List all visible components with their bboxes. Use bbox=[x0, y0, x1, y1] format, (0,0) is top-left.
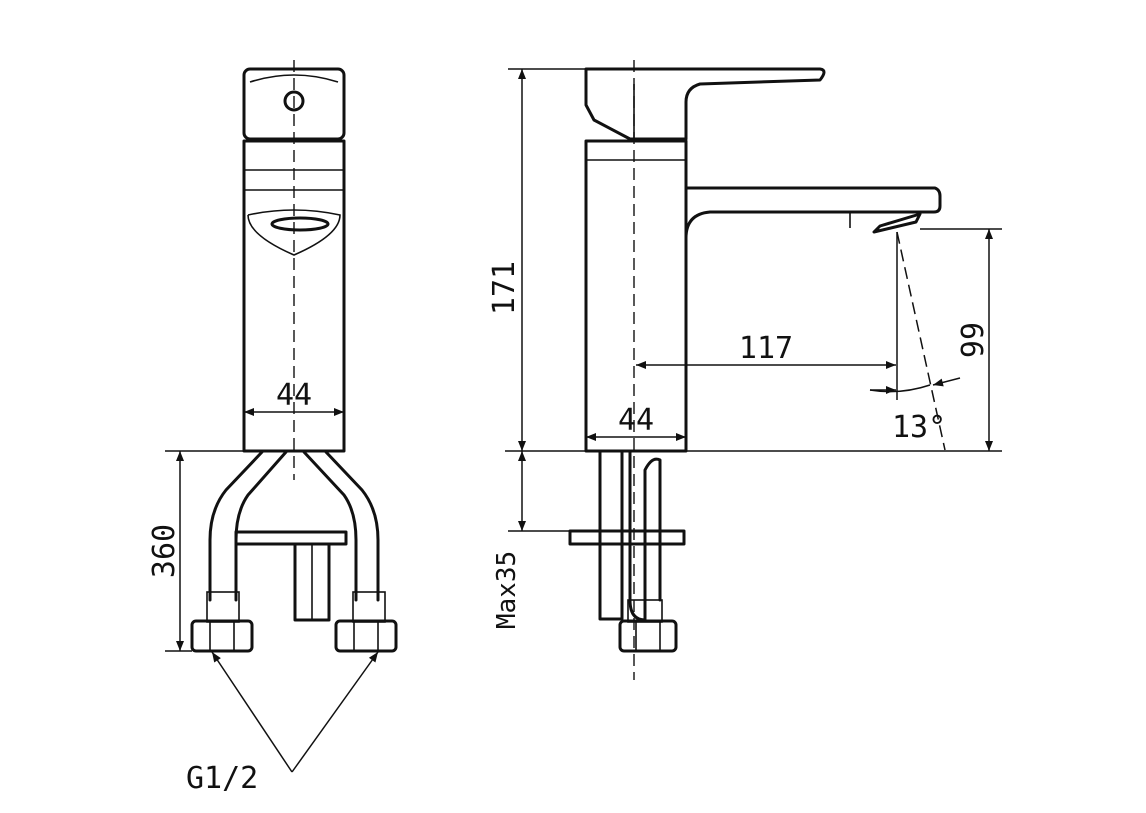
front-pipe-length-label: 360 bbox=[147, 524, 182, 578]
thread-leader: G1/2 bbox=[186, 651, 379, 796]
side-spout-height-label: 99 bbox=[956, 322, 991, 358]
front-hose-nut-left bbox=[190, 619, 254, 653]
side-width-dimension: 44 bbox=[586, 403, 686, 441]
thread-label: G1/2 bbox=[186, 761, 258, 796]
side-max-deck-dimension: Max35 bbox=[492, 451, 570, 629]
side-under-deck bbox=[568, 449, 686, 653]
side-height-dimension: 171 bbox=[487, 68, 586, 451]
side-reach-label: 117 bbox=[739, 331, 793, 366]
side-reach-dimension: 117 bbox=[636, 331, 896, 369]
side-max-deck-label: Max35 bbox=[492, 551, 522, 629]
front-pipe-length-dimension: 360 bbox=[147, 450, 244, 652]
front-view: 44 360 G1/2 bbox=[147, 60, 398, 796]
side-lever-handle bbox=[584, 67, 826, 141]
front-hose-nut-right bbox=[334, 619, 398, 653]
side-view: 171 Max35 117 99 44 bbox=[487, 60, 1002, 680]
front-width-dimension: 44 bbox=[244, 378, 344, 416]
side-spout bbox=[684, 186, 942, 240]
side-spout-height-dimension: 99 bbox=[920, 228, 1002, 451]
side-angle-dimension: 13° bbox=[869, 231, 961, 451]
front-width-label: 44 bbox=[276, 378, 312, 413]
side-angle-label: 13° bbox=[892, 410, 946, 445]
front-mounting-bracket bbox=[234, 530, 348, 622]
side-width-label: 44 bbox=[618, 403, 654, 438]
side-height-label: 171 bbox=[487, 261, 522, 315]
